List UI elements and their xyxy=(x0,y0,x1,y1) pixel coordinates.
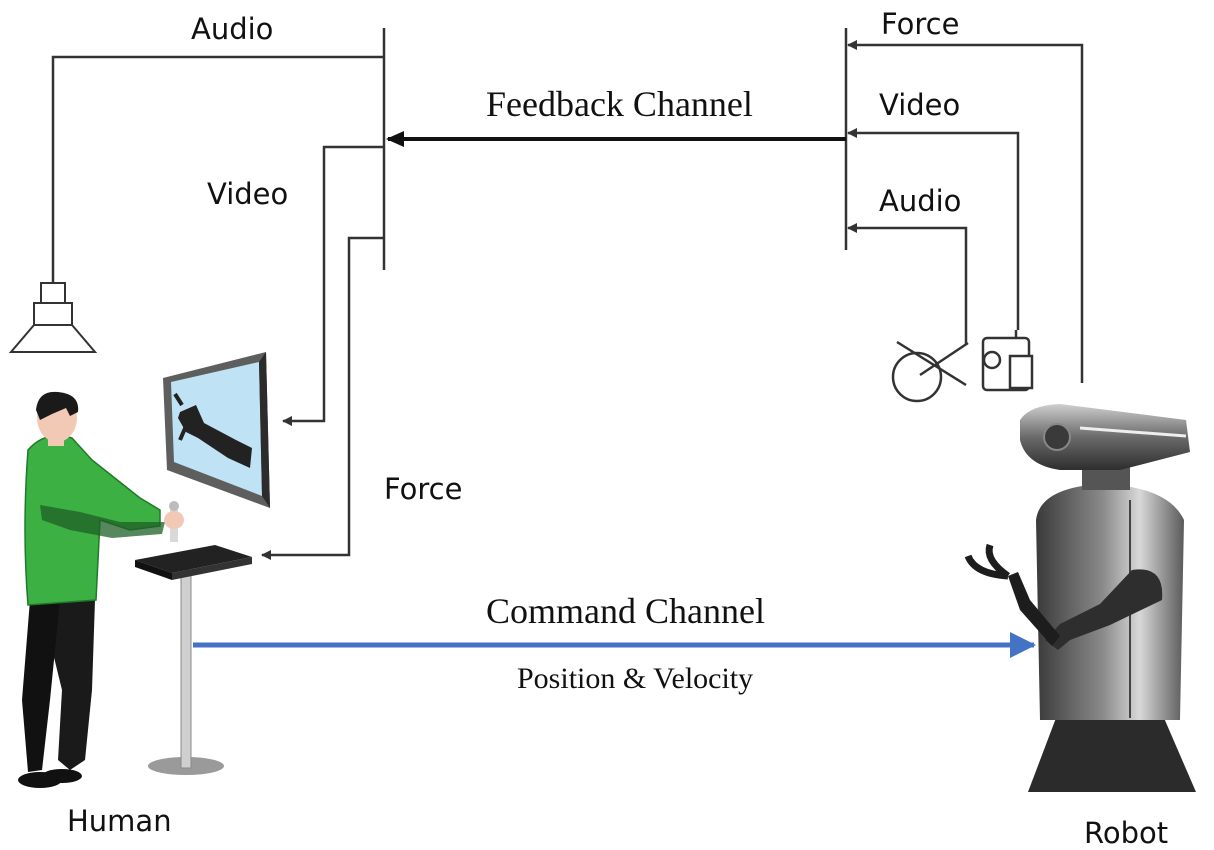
left-audio-label: Audio xyxy=(191,12,274,46)
right-audio-label: Audio xyxy=(879,184,962,218)
human-label: Human xyxy=(67,804,172,838)
left-video-label: Video xyxy=(207,177,289,211)
left-force-label: Force xyxy=(384,472,463,506)
feedback-wiring xyxy=(48,28,1084,560)
video-camera-icon xyxy=(981,330,1034,392)
right-force-label: Force xyxy=(881,7,960,41)
audio-to-speaker-line xyxy=(48,55,384,304)
monitor-icon xyxy=(163,352,270,508)
human-figure xyxy=(18,391,184,788)
force-to-device-line xyxy=(261,236,384,560)
speaker-icon xyxy=(8,282,98,353)
command-channel-subtitle: Position & Velocity xyxy=(517,662,754,695)
camera-video-line xyxy=(847,128,1020,330)
haptic-device-icon xyxy=(135,501,252,775)
microphone-audio-line xyxy=(847,223,968,345)
robot-figure xyxy=(964,404,1196,792)
right-video-label: Video xyxy=(879,88,961,122)
command-channel-title: Command Channel xyxy=(486,591,765,631)
feedback-channel-title: Feedback Channel xyxy=(486,84,753,124)
microphone-icon xyxy=(891,340,969,403)
video-to-monitor-line xyxy=(282,145,384,426)
robot-force-line xyxy=(847,40,1084,383)
robot-label: Robot xyxy=(1084,816,1169,850)
